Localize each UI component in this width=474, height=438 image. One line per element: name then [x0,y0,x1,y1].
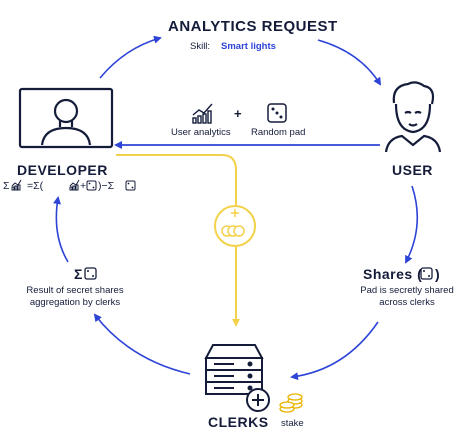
result-pad-icon [84,267,97,280]
analytics-chart-icon [192,103,213,124]
yellow-flow-line [116,154,237,205]
arc-user-to-shares [405,185,419,264]
formula-close-minus-sigma: )−Σ [98,180,115,192]
formula-pad-icon-1 [86,180,97,191]
random-pad-label: Random pad [251,127,306,138]
stake-coins-icon [279,393,303,413]
skill-prefix: Skill: [190,41,211,52]
formula-sigma-open: =Σ( [27,180,44,192]
shares-pad-icon [420,267,433,280]
user-title: USER [392,162,433,178]
arc-clerks-to-result [93,313,191,375]
shares-title-close: ) [435,266,441,282]
formula-analytics-icon-2 [69,179,80,191]
formula-analytics-icon-1 [11,179,22,191]
shares-title: Shares ( [363,266,423,282]
analytics-request-title: ANALYTICS REQUEST [168,18,338,35]
formula-plus: + [80,180,87,192]
plus-sign: + [234,106,242,121]
arc-request-to-user [317,39,382,86]
stake-label: stake [281,418,304,429]
arc-result-to-developer [53,196,69,263]
skill-value: Smart lights [221,41,276,52]
arc-developer-to-request [99,35,162,79]
user-analytics-label: User analytics [171,127,231,138]
coin-sum-icon [214,205,256,247]
formula-sigma-1: Σ [3,180,10,192]
shares-caption-line-2: across clerks [379,297,435,308]
clerks-title: CLERKS [208,414,269,430]
add-clerk-icon [246,388,270,412]
formula-pad-icon-2 [125,180,136,191]
result-sigma: Σ [74,266,83,282]
result-caption-line-1: Result of secret shares [26,285,124,296]
developer-title: DEVELOPER [17,162,108,178]
arc-shares-to-clerks [290,321,379,381]
user-person-icon [384,81,442,153]
developer-monitor-icon [18,87,114,149]
server-stack-icon [204,344,264,395]
shares-caption-line-1: Pad is secretly shared [360,285,454,296]
result-caption-line-2: aggregation by clerks [29,297,121,308]
random-pad-icon [267,103,287,123]
